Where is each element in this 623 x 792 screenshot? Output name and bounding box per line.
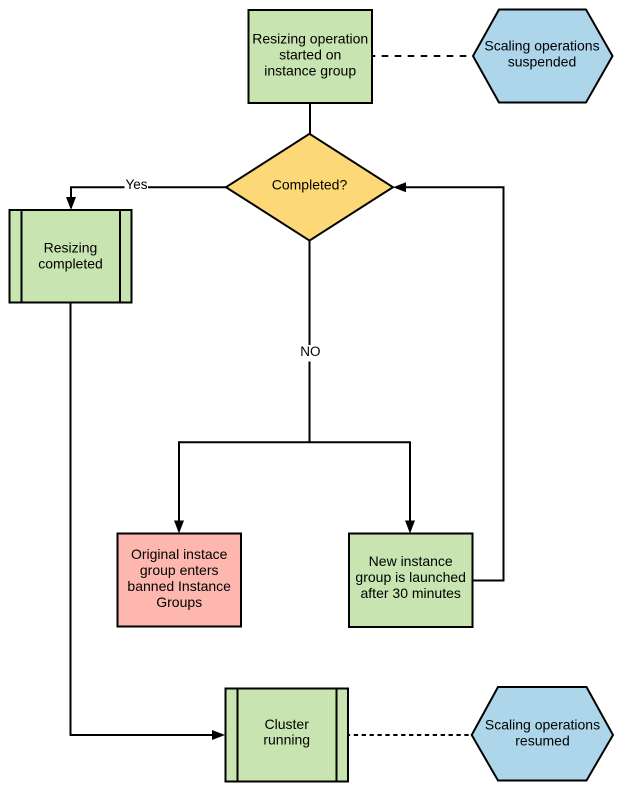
svg-text:Groups: Groups — [156, 594, 202, 610]
svg-text:group enters: group enters — [140, 562, 219, 578]
svg-text:completed: completed — [38, 256, 103, 272]
svg-text:after 30 minutes: after 30 minutes — [361, 585, 461, 601]
svg-text:resumed: resumed — [515, 733, 569, 749]
svg-text:started on: started on — [279, 47, 341, 63]
svg-text:Scaling operations: Scaling operations — [484, 38, 599, 54]
svg-text:banned Instance: banned Instance — [127, 578, 231, 594]
svg-text:Scaling operations: Scaling operations — [485, 717, 600, 733]
svg-text:Yes: Yes — [125, 177, 147, 192]
svg-text:suspended: suspended — [508, 54, 577, 70]
svg-text:running: running — [263, 732, 310, 748]
svg-text:Resizing: Resizing — [44, 240, 98, 256]
svg-text:group is launched: group is launched — [355, 569, 466, 585]
svg-text:Resizing operation: Resizing operation — [252, 31, 368, 47]
svg-text:Completed?: Completed? — [272, 177, 348, 193]
svg-text:Cluster: Cluster — [265, 716, 310, 732]
svg-text:instance group: instance group — [264, 63, 356, 79]
svg-text:NO: NO — [300, 344, 320, 359]
svg-text:Original instace: Original instace — [131, 546, 228, 562]
svg-text:New instance: New instance — [369, 553, 453, 569]
